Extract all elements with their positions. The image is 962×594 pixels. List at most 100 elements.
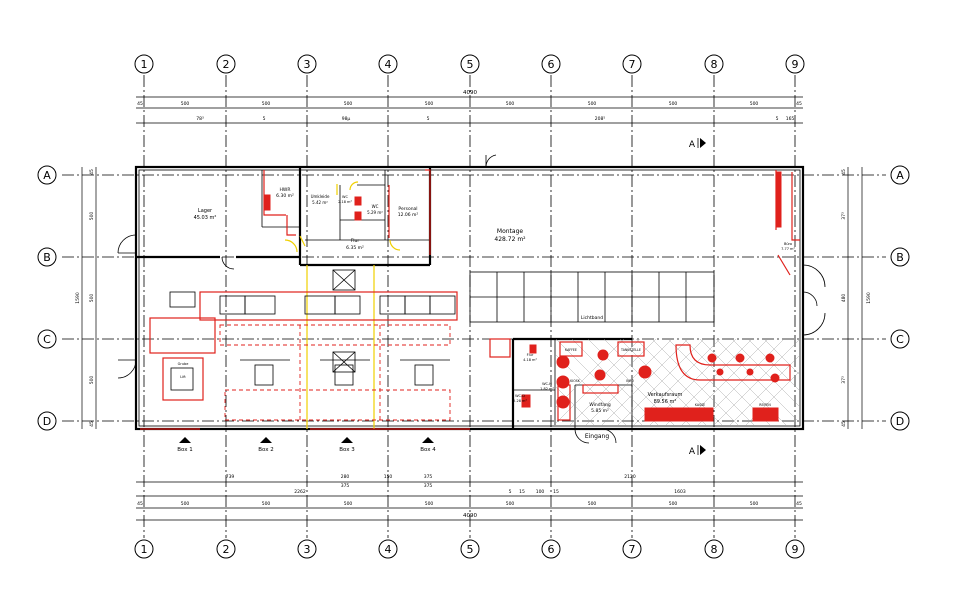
axis-label-col: 5 xyxy=(467,543,474,556)
dim-value: 15 xyxy=(519,489,525,495)
room-area-umkleide: 5.42 m² xyxy=(312,200,328,205)
dim-value: 100 xyxy=(536,489,545,495)
dim-value: 45 xyxy=(796,101,802,107)
room-name-wc-h: WC-H xyxy=(542,382,552,386)
dim-value: 98µ xyxy=(342,116,351,122)
box-label-1: Box 1 xyxy=(177,447,192,453)
axis-label-col: 5 xyxy=(467,58,474,71)
room-area-buero: 7.77 m² xyxy=(781,247,795,251)
dim-value: 37³ xyxy=(841,376,847,384)
room-area-flur2: 4.18 m² xyxy=(523,358,537,362)
dim-value: 375 xyxy=(424,483,433,489)
room-area-flur: 6.35 m² xyxy=(346,245,364,251)
room-area-wc-h: 1.82 m² xyxy=(540,387,554,391)
lichtband-grid xyxy=(469,271,715,323)
dim-value: 500 xyxy=(425,501,434,507)
dim-value: 150 xyxy=(384,474,393,480)
dim-value: 500 xyxy=(262,501,271,507)
yellow-lines xyxy=(299,184,375,429)
axis-label-row: C xyxy=(43,333,51,346)
room-name-wc-d: WC-D xyxy=(515,394,525,398)
dim-value: 500 xyxy=(669,101,678,107)
grid-horizontal xyxy=(62,174,886,422)
dim-value: 5 xyxy=(509,489,512,495)
sales-furniture xyxy=(489,338,791,422)
axis-label-col: 4 xyxy=(385,543,392,556)
room-name-hwr: HWR xyxy=(280,187,291,193)
room-area-wc-d: 2.28 m² xyxy=(513,399,527,403)
room-name-wc: WC xyxy=(372,204,379,209)
dim-value: 1603 xyxy=(674,489,686,495)
dim-value: 78³ xyxy=(196,116,204,122)
entrance-label: Eingang xyxy=(585,433,610,440)
dim-value: 208⁵ xyxy=(595,116,606,122)
axis-label-col: 2 xyxy=(223,58,230,71)
dim-value: 375 xyxy=(424,474,433,480)
dim-value: 5 xyxy=(427,116,430,122)
dim-value: 500 xyxy=(89,376,95,385)
dim-value: 1590 xyxy=(75,292,81,304)
axis-label-col: 7 xyxy=(629,543,636,556)
section-markers: A A xyxy=(689,138,706,457)
room-labels: Lager 45.03 m² HWR 6.30 m² Umkleide 5.42… xyxy=(194,187,796,414)
axis-label-col: 9 xyxy=(792,543,799,556)
axis-label-row: A xyxy=(43,169,51,182)
dim-overall-bottom: 4090 xyxy=(463,513,477,519)
room-name-montage: Montage xyxy=(497,228,523,235)
dim-value: 739 xyxy=(226,474,235,480)
label-lift: Lift xyxy=(180,375,186,379)
dim-value: 2262 xyxy=(294,489,306,495)
label-kasse: KASSE xyxy=(695,403,705,407)
dim-value: 500 xyxy=(506,501,515,507)
dim-value: 500 xyxy=(89,212,95,221)
workshop-boxes xyxy=(140,269,470,430)
section-label: A xyxy=(689,140,696,150)
dim-value: 500 xyxy=(588,501,597,507)
room-area-personal: 12.06 m² xyxy=(398,212,419,218)
dim-value: 500 xyxy=(669,501,678,507)
room-name-wc-small: WC xyxy=(342,195,348,199)
box-label-2: Box 2 xyxy=(258,447,273,453)
doors xyxy=(117,154,826,444)
axis-label-col: 7 xyxy=(629,58,636,71)
label-tankstelle: TANKSTELLE xyxy=(620,348,641,352)
axis-label-col: 2 xyxy=(223,543,230,556)
dimension-right: 45 37³ 1590 480 37³ 45 xyxy=(841,167,872,429)
label-info: INFO xyxy=(626,379,634,383)
room-name-buero: Büro xyxy=(784,242,792,246)
dim-value: 1590 xyxy=(866,292,872,304)
axis-markers-bottom: 1 2 3 4 5 6 7 8 9 xyxy=(134,539,805,559)
dim-value: 37³ xyxy=(841,212,847,220)
axis-markers-top: 1 2 3 4 5 6 7 8 9 xyxy=(134,54,805,74)
dim-value: 165 xyxy=(786,116,795,122)
dim-value: 45 xyxy=(137,501,143,507)
dim-value: 5 xyxy=(263,116,266,122)
axis-label-col: 9 xyxy=(792,58,799,71)
dim-value: 45 xyxy=(796,501,802,507)
dim-value: 45 xyxy=(89,169,95,175)
label-kaffee: KAFFEE xyxy=(565,348,577,352)
dim-value: 2120 xyxy=(624,474,636,480)
interior-walls xyxy=(136,167,633,429)
room-name-windfang: Windfang xyxy=(589,402,611,408)
box-label-3: Box 3 xyxy=(339,447,355,453)
dim-value: 500 xyxy=(425,101,434,107)
axis-label-col: 3 xyxy=(304,58,311,71)
room-name-flur: Flur xyxy=(351,238,360,244)
dim-value: 500 xyxy=(506,101,515,107)
axis-label-row: B xyxy=(896,251,904,264)
axis-label-col: 1 xyxy=(141,58,148,71)
axis-label-col: 3 xyxy=(304,543,311,556)
axis-label-col: 8 xyxy=(711,58,718,71)
dim-value: 45 xyxy=(841,421,847,427)
dim-value: 45 xyxy=(137,101,143,107)
room-name-lichtband: Lichtband xyxy=(581,315,603,321)
box-label-4: Box 4 xyxy=(420,447,436,453)
axis-label-row: D xyxy=(896,415,904,428)
dimension-bottom: 739 280 150 375 2120 375 375 2262 5 15 1… xyxy=(136,474,803,521)
axis-label-col: 8 xyxy=(711,543,718,556)
dimension-left: 45 500 1590 500 500 45 xyxy=(75,167,97,429)
section-label: A xyxy=(689,447,696,457)
axis-label-col: 4 xyxy=(385,58,392,71)
